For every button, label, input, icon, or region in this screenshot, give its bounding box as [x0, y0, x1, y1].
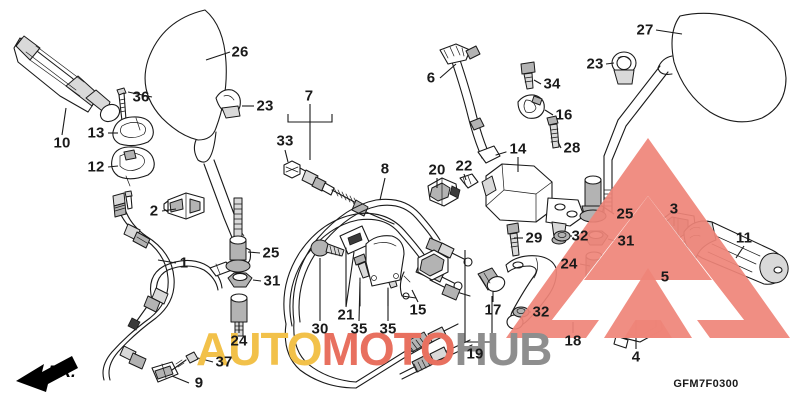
callout-36[interactable]: 36: [132, 88, 150, 106]
callout-17[interactable]: 17: [484, 301, 502, 319]
callout-10[interactable]: 10: [53, 134, 71, 152]
callout-25-left[interactable]: 25: [262, 244, 280, 262]
callout-3[interactable]: 3: [669, 200, 679, 218]
callout-14[interactable]: 14: [509, 140, 527, 158]
part-17-adjuster-knob: [477, 267, 506, 292]
part-6-wire-harness: [439, 43, 507, 164]
part-33-adjuster-nut: [283, 160, 301, 179]
callout-37[interactable]: 37: [215, 353, 233, 371]
callout-31-right[interactable]: 31: [617, 232, 635, 250]
part-12-lower-switch-housing: [111, 146, 155, 187]
part-23-mirror-cap-left: [215, 89, 241, 119]
callout-13[interactable]: 13: [87, 124, 105, 142]
callout-27[interactable]: 27: [636, 21, 654, 39]
callout-30[interactable]: 30: [311, 320, 329, 338]
part-2-switch-connector: [163, 192, 205, 220]
front-direction-label: FR.: [48, 362, 76, 381]
callout-22[interactable]: 22: [455, 157, 473, 175]
callout-23-left[interactable]: 23: [256, 97, 274, 115]
callout-21[interactable]: 21: [337, 306, 355, 324]
part-34-bolt: [520, 61, 536, 90]
callout-2[interactable]: 2: [149, 202, 159, 220]
callout-5[interactable]: 5: [660, 268, 670, 286]
callout-8[interactable]: 8: [380, 160, 390, 178]
callout-18[interactable]: 18: [564, 332, 582, 350]
part-8-throttle-cable: [283, 198, 473, 389]
callout-32-a[interactable]: 32: [571, 227, 589, 245]
part-37-screw: [171, 351, 199, 371]
part-plate: [365, 235, 405, 287]
part-7-cable-assembly: [287, 104, 395, 225]
callout-23-right[interactable]: 23: [586, 55, 604, 73]
callout-11[interactable]: 11: [735, 229, 753, 247]
callout-35-b[interactable]: 35: [379, 320, 397, 338]
callout-28[interactable]: 28: [563, 139, 581, 157]
callout-20[interactable]: 20: [428, 161, 446, 179]
callout-9[interactable]: 9: [194, 374, 204, 392]
part-21-bracket: [339, 225, 371, 307]
part-36-bolt-lower: [124, 190, 133, 210]
diagram-code-label: GFM7F0300: [673, 378, 739, 390]
part-lower-left-cable: [127, 259, 233, 331]
callout-15[interactable]: 15: [409, 301, 427, 319]
part-25-bolt-left: [225, 197, 251, 273]
part-15-lever-assembly: [399, 249, 471, 301]
part-16-clamp: [517, 94, 545, 119]
callout-25-right[interactable]: 25: [616, 205, 634, 223]
callout-19[interactable]: 19: [466, 345, 484, 363]
callout-33[interactable]: 33: [276, 132, 294, 150]
callout-16[interactable]: 16: [555, 106, 573, 124]
fr-direction-arrow: [16, 356, 78, 392]
part-20-switch-bracket: [427, 177, 461, 207]
part-10-left-grip: [13, 35, 121, 123]
callout-34[interactable]: 34: [543, 75, 561, 93]
callout-24-right[interactable]: 24: [560, 255, 578, 273]
part-22-connector: [459, 173, 479, 189]
callout-35-a[interactable]: 35: [350, 320, 368, 338]
callout-1[interactable]: 1: [179, 254, 189, 272]
part-13-upper-switch-housing: [112, 116, 154, 147]
callout-6[interactable]: 6: [426, 69, 436, 87]
part-24-bolt-left: [230, 293, 248, 337]
callout-4[interactable]: 4: [631, 348, 641, 366]
callout-29[interactable]: 29: [525, 229, 543, 247]
part-23-mirror-cap-right: [611, 51, 637, 85]
part-9-cable-clip: [151, 361, 179, 383]
callout-12[interactable]: 12: [87, 158, 105, 176]
part-30-bolt: [310, 239, 345, 257]
callout-31-left[interactable]: 31: [263, 272, 281, 290]
callout-32-b[interactable]: 32: [532, 303, 550, 321]
callout-7[interactable]: 7: [304, 87, 314, 105]
callout-26[interactable]: 26: [231, 43, 249, 61]
part-19-brake-cable: [399, 250, 493, 380]
part-31-nut-left: [227, 272, 253, 288]
callout-24-left[interactable]: 24: [230, 332, 248, 350]
